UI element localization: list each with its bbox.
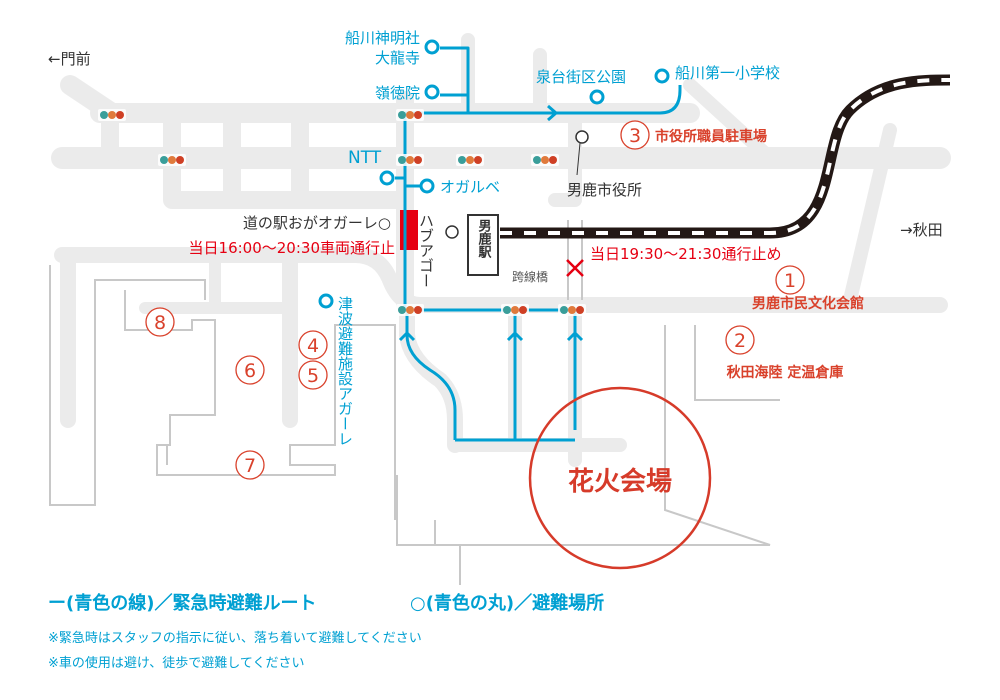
traffic-signal-icon [396,154,424,166]
traffic-signal-icon [396,109,424,121]
parking-markers: 1 2 3 4 5 6 7 8 [145,120,805,480]
direction-east: →秋田 [900,221,943,239]
parking-number-8: 8 [145,307,175,337]
venue-circle [528,386,712,570]
legend-route: ー(青色の線)／緊急時避難ルート [48,592,316,614]
parking-number-text: 7 [244,455,256,477]
parking-number-text: 2 [734,330,746,352]
parking-number-text: 6 [244,360,256,382]
traffic-signal-icon [456,154,484,166]
habuago-marker [445,225,459,239]
station-box [467,214,499,276]
shelter-label: オガルベ [440,178,500,196]
traffic-signals [98,109,586,316]
shelter-label: 嶺徳院 [375,84,420,102]
closed-cross-icon [566,259,584,277]
legend-shelter: ○(青色の丸)／避難場所 [410,592,604,614]
road-closure-label: 当日16:00～20:30車両通行止 [189,239,395,257]
railway [500,74,951,239]
parking-number-text: 4 [307,335,319,357]
shelter-marker [424,39,440,55]
parking-number-4: 4 [298,330,328,360]
shelter-marker [654,68,670,84]
shelter-label: 津波避難施設アガーレ [336,296,354,446]
shelter-label: 大龍寺 [375,49,420,67]
evacuation-spots [318,39,670,309]
shelter-marker [379,170,395,186]
bridge-label: 跨線橋 [512,269,548,284]
shelter-marker [589,89,605,105]
note: ※緊急時はスタッフの指示に従い、落ち着いて避難してください [48,630,422,646]
city-hall-marker [575,130,589,144]
leader-line [576,142,581,176]
parking-number-2: 2 [725,325,755,355]
traffic-signal-icon [98,109,126,121]
parking-number-text: 8 [154,312,166,334]
parking-number-7: 7 [235,450,265,480]
parking-number-3: 3 [620,120,650,150]
shelter-label: 船川第一小学校 [675,64,780,82]
city-hall-label: 男鹿市役所 [567,181,642,199]
venue-label: 花火会場 [568,467,672,497]
traffic-signal-icon [158,154,186,166]
shelter-label: 船川神明社 [345,29,420,47]
road-closure-bar [400,210,418,250]
direction-west: ←門前 [48,50,91,68]
traffic-signal-icon [396,304,424,316]
note: ※車の使用は避け、徒歩で避難してください [48,655,304,671]
parking-label: 市役所職員駐車場 [655,128,767,145]
block-outlines [49,265,780,585]
parking-number-5: 5 [298,360,328,390]
traffic-signal-icon [531,154,559,166]
traffic-signal-icon [501,304,529,316]
traffic-signal-icon [558,304,586,316]
habuago-label: ハブアゴー [417,213,435,288]
shelter-marker [318,293,334,309]
shelter-label: 泉台街区公園 [536,68,626,86]
parking-number-6: 6 [235,355,265,385]
parking-label: 秋田海陸 定温倉庫 [727,364,844,381]
shelter-label: NTT [348,148,382,168]
bridge-closure-label: 当日19:30～21:30通行止め [590,245,781,263]
parking-number-text: 3 [629,125,641,147]
parking-label: 男鹿市民文化会館 [752,295,864,312]
station-label: 男鹿駅 [476,219,493,259]
shelter-marker [424,84,440,100]
parking-number-text: 5 [307,365,319,387]
parking-number-1: 1 [775,265,805,295]
shelter-marker [419,178,435,194]
michinoeki-label: 道の駅おがオガーレ○ [243,214,391,232]
parking-number-text: 1 [784,270,796,292]
